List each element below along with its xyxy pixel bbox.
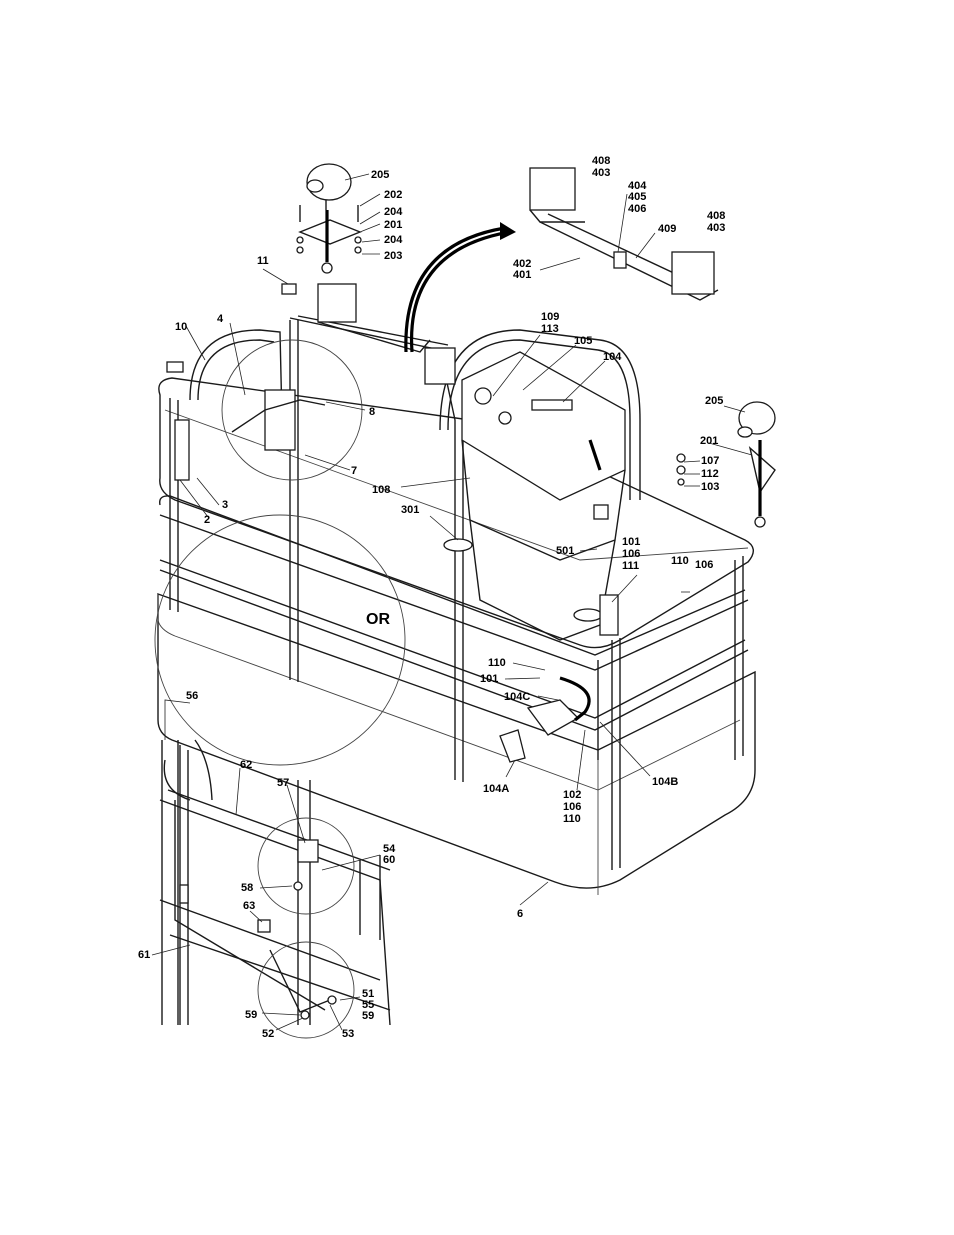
callout-59: 59 bbox=[245, 1009, 257, 1021]
callout-204: 204 bbox=[384, 234, 403, 246]
callout-104b: 104B bbox=[652, 776, 678, 788]
callout-406: 406 bbox=[628, 203, 646, 215]
callout-6: 6 bbox=[517, 908, 523, 920]
callout-110: 110 bbox=[671, 555, 689, 567]
callout-106: 106 bbox=[622, 548, 640, 560]
callout-113: 113 bbox=[541, 323, 559, 335]
callout-56: 56 bbox=[186, 690, 198, 702]
callout-205: 205 bbox=[705, 395, 723, 407]
callout-205: 205 bbox=[371, 169, 389, 181]
callout-104c: 104C bbox=[504, 691, 530, 703]
callout-408: 408 bbox=[592, 155, 610, 167]
callout-203: 203 bbox=[384, 250, 402, 262]
callout-104: 104 bbox=[603, 351, 622, 363]
callout-103: 103 bbox=[701, 481, 719, 493]
platform-basket bbox=[158, 284, 755, 895]
callout-501: 501 bbox=[556, 545, 574, 557]
callout-403: 403 bbox=[592, 167, 610, 179]
callout-8: 8 bbox=[369, 406, 375, 418]
callout-204: 204 bbox=[384, 206, 403, 218]
callout-57: 57 bbox=[277, 777, 289, 789]
callout-62: 62 bbox=[240, 759, 252, 771]
alternate-gate-inset bbox=[160, 740, 390, 1025]
callout-3: 3 bbox=[222, 499, 228, 511]
beacon-right bbox=[677, 402, 775, 527]
callout-105: 105 bbox=[574, 335, 592, 347]
beacon-top bbox=[297, 164, 361, 273]
light-bar-detail bbox=[530, 168, 718, 300]
callout-61: 61 bbox=[138, 949, 150, 961]
callout-408: 408 bbox=[707, 210, 725, 222]
callout-labels: 205 202 204 201 204 203 408 403 404 405 … bbox=[138, 155, 725, 1040]
callout-201: 201 bbox=[700, 435, 718, 447]
callout-109: 109 bbox=[541, 311, 559, 323]
callout-202: 202 bbox=[384, 189, 402, 201]
callout-11: 11 bbox=[257, 255, 269, 267]
callout-52: 52 bbox=[262, 1028, 274, 1040]
callout-63: 63 bbox=[243, 900, 255, 912]
callout-101: 101 bbox=[480, 673, 498, 685]
callout-110: 110 bbox=[488, 657, 506, 669]
callout-7: 7 bbox=[351, 465, 357, 477]
callout-101: 101 bbox=[622, 536, 640, 548]
detail-circle-or bbox=[155, 515, 405, 765]
light-bar-mounted bbox=[318, 284, 455, 384]
callout-108: 108 bbox=[372, 484, 390, 496]
callout-59: 59 bbox=[362, 1010, 374, 1022]
callout-201: 201 bbox=[384, 219, 402, 231]
callout-106: 106 bbox=[695, 559, 713, 571]
callout-112: 112 bbox=[701, 468, 719, 480]
callout-110: 110 bbox=[563, 813, 581, 825]
callout-53: 53 bbox=[342, 1028, 354, 1040]
callout-106: 106 bbox=[563, 801, 581, 813]
callout-405: 405 bbox=[628, 191, 646, 203]
control-console bbox=[444, 352, 625, 640]
callout-58: 58 bbox=[241, 882, 253, 894]
callout-409: 409 bbox=[658, 223, 676, 235]
callout-2: 2 bbox=[204, 514, 210, 526]
callout-301: 301 bbox=[401, 504, 419, 516]
callout-401: 401 bbox=[513, 269, 531, 281]
gate-latch-detail bbox=[232, 390, 325, 450]
callout-107: 107 bbox=[701, 455, 719, 467]
callout-403: 403 bbox=[707, 222, 725, 234]
callout-104a: 104A bbox=[483, 783, 509, 795]
callout-10: 10 bbox=[175, 321, 187, 333]
callout-111: 111 bbox=[622, 560, 639, 572]
callout-4: 4 bbox=[217, 313, 224, 325]
callout-102: 102 bbox=[563, 789, 581, 801]
callout-60: 60 bbox=[383, 854, 395, 866]
callout-or: OR bbox=[366, 611, 390, 628]
